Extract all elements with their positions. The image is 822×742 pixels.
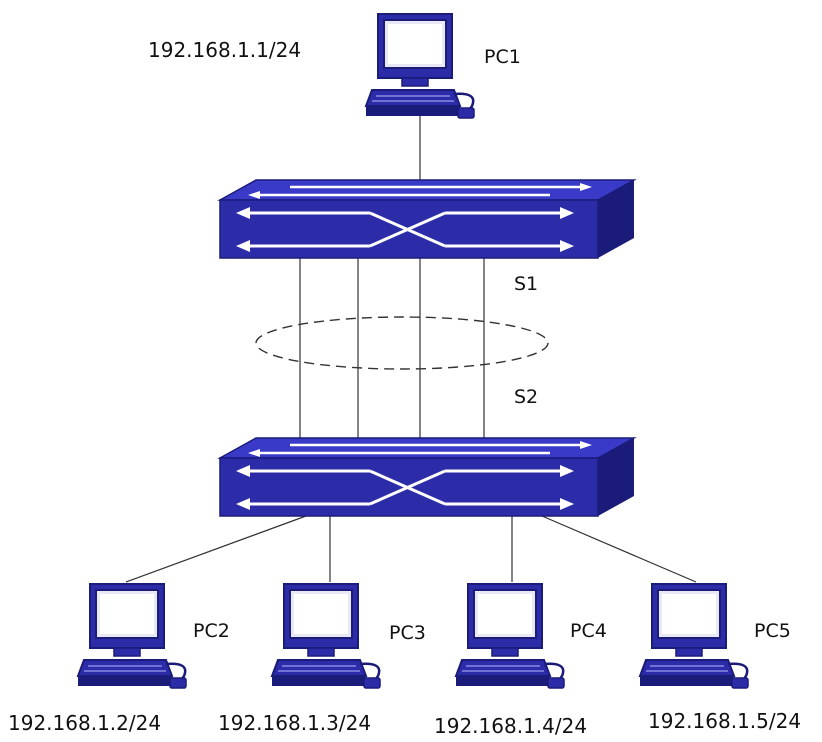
pc1-icon	[364, 12, 476, 120]
pc5-name-label: PC5	[754, 620, 791, 642]
pc3-icon	[270, 582, 382, 690]
pc5-ip-label: 192.168.1.5/24	[648, 709, 802, 733]
link-s2-pc5	[541, 515, 697, 583]
pc4-icon	[454, 582, 566, 690]
pc2-name-label: PC2	[193, 620, 230, 642]
switch-s1-icon	[218, 178, 636, 260]
pc2-ip-label: 192.168.1.2/24	[8, 711, 162, 735]
link-s2-pc2	[125, 515, 307, 583]
link-aggregation-ellipse	[255, 316, 549, 370]
pc3-ip-label: 192.168.1.3/24	[218, 711, 372, 735]
pc5-icon	[638, 582, 750, 690]
switch-s2-icon	[218, 436, 636, 518]
pc4-name-label: PC4	[570, 620, 607, 642]
switch-s1-label: S1	[514, 273, 539, 295]
pc2-icon	[76, 582, 188, 690]
pc1-ip-label: 192.168.1.1/24	[148, 38, 302, 62]
switch-s2-label: S2	[514, 386, 539, 408]
pc4-ip-label: 192.168.1.4/24	[434, 714, 588, 738]
pc1-name-label: PC1	[484, 46, 521, 68]
pc3-name-label: PC3	[389, 622, 426, 644]
